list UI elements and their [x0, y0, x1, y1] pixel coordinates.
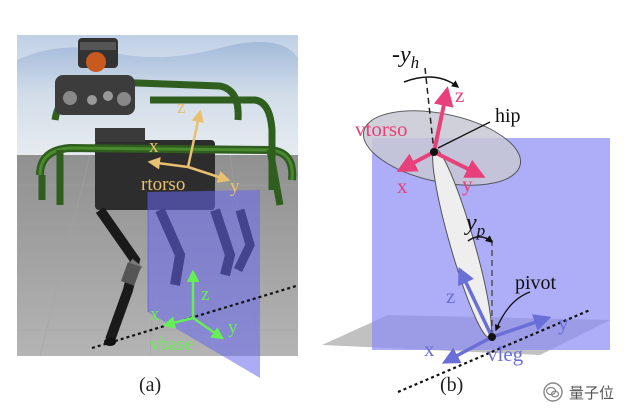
- axis-label-y-torso: y: [230, 176, 240, 197]
- axis-label-y-base: y: [228, 317, 238, 338]
- axis-label-y-top: y: [462, 172, 473, 196]
- watermark-text: 量子位: [569, 383, 615, 402]
- vbase-plane: [148, 190, 260, 378]
- label-pivot: pivot: [515, 272, 557, 294]
- yp-rotation-arc: [467, 235, 494, 243]
- vbase-axes: z x y vbase: [150, 269, 238, 355]
- axis-label-z-torso: z: [177, 97, 185, 118]
- pivot-pointer: [494, 291, 531, 332]
- label-hip: hip: [495, 105, 521, 127]
- frame-label-rtorso: rtorso: [141, 174, 185, 195]
- axis-label-z-top: z: [455, 83, 464, 107]
- axis-label-x-top: x: [397, 174, 408, 198]
- panel-b: z vtorso x y -yh hip yp z y x vleg pivot: [322, 42, 610, 394]
- angle-label-yh: -yh: [392, 42, 419, 72]
- caption-a: (a): [139, 374, 162, 396]
- axis-label-y-leg: y: [558, 311, 569, 335]
- panel-a: z x y rtorso z x y vbase: [17, 35, 298, 378]
- axis-label-z-base: z: [201, 284, 209, 305]
- frame-label-vleg: vleg: [487, 342, 524, 366]
- axis-label-x-leg: x: [424, 337, 435, 361]
- frame-label-vtorso: vtorso: [355, 117, 408, 141]
- vleg-axes: z y x vleg: [424, 266, 569, 366]
- axis-label-x-torso: x: [149, 136, 159, 157]
- vtorso-axes: z vtorso x y: [355, 83, 486, 198]
- yh-rotation-arc: [403, 76, 460, 88]
- caption-b: (b): [440, 374, 464, 396]
- axis-label-z-leg: z: [446, 284, 455, 308]
- frame-label-vbase: vbase: [150, 334, 193, 355]
- angle-label-yp: yp: [464, 210, 485, 240]
- rtorso-axes: z x y rtorso: [141, 97, 240, 197]
- axis-label-x-base: x: [150, 304, 160, 325]
- watermark: 量子位: [543, 381, 614, 403]
- wechat-icon: [543, 382, 563, 402]
